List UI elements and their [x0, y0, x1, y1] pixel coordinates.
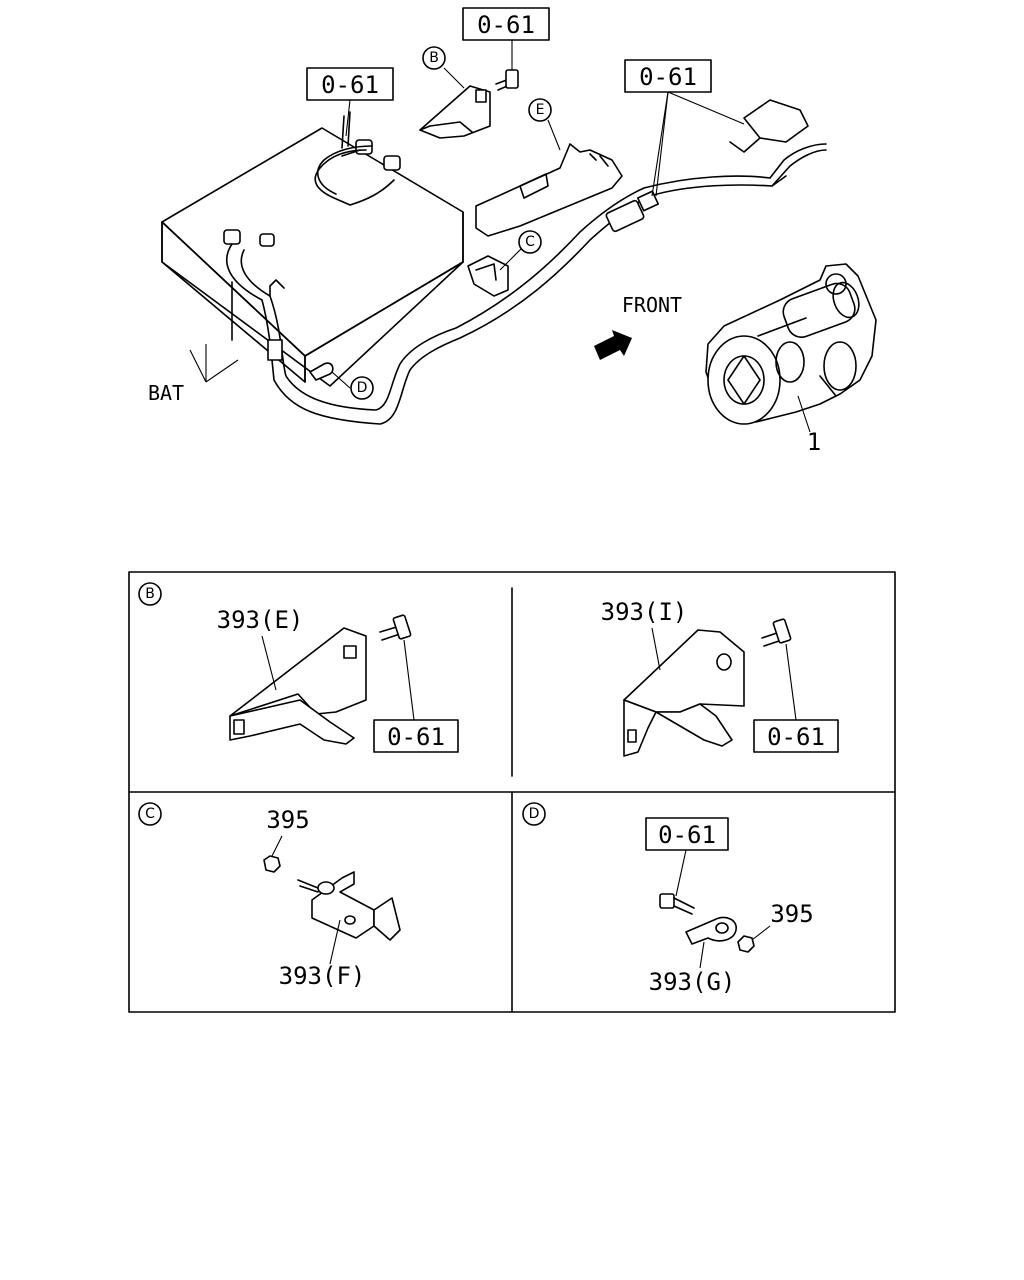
bracket-b-assembly — [419, 69, 519, 139]
starter-part-number: 1 — [807, 428, 821, 456]
bracket-e-plate — [475, 143, 623, 237]
ref-box-panel-b-left — [373, 719, 459, 753]
callout-e-circle — [528, 98, 552, 122]
ref-text-top-center: 0-61 — [477, 11, 535, 39]
ref-text-panel-d: 0-61 — [658, 821, 716, 849]
front-arrow-icon — [594, 330, 632, 360]
bracket-393e — [229, 627, 367, 745]
nut-395-c — [263, 855, 281, 873]
callout-e-text: E — [536, 102, 545, 118]
panel-b-tag-circle — [138, 582, 162, 606]
panel-d-nut-part: 395 — [770, 900, 813, 928]
front-label: FRONT — [622, 293, 682, 317]
callout-b-text: B — [429, 50, 439, 66]
bracket-393f — [311, 871, 401, 941]
ref-text-panel-b-left: 0-61 — [387, 723, 445, 751]
ref-text-top-left: 0-61 — [321, 71, 379, 99]
panel-c-tag-circle — [138, 802, 162, 826]
clip-393g — [685, 916, 737, 945]
nut-395-d — [737, 935, 755, 953]
detail-panels — [128, 571, 896, 1013]
bolt-panel-d — [659, 893, 675, 909]
panel-b-left-part: 393(E) — [217, 606, 304, 634]
callout-b-circle — [422, 46, 446, 70]
ref-box-top-center — [462, 7, 550, 41]
clip-d — [309, 362, 334, 381]
starter-motor — [705, 263, 877, 425]
battery — [161, 127, 464, 387]
ref-text-panel-b-right: 0-61 — [767, 723, 825, 751]
panel-b-right-part: 393(I) — [601, 598, 688, 626]
callout-d-circle — [350, 376, 374, 400]
panel-d-tag-circle — [522, 802, 546, 826]
ref-box-top-right — [624, 59, 712, 93]
callout-c-circle — [518, 230, 542, 254]
panel-c-bracket-part: 393(F) — [279, 962, 366, 990]
bracket-c-clip — [467, 255, 509, 297]
callout-d-text: D — [357, 380, 368, 396]
panel-c-tag: C — [145, 806, 155, 822]
ref-text-top-right: 0-61 — [639, 63, 697, 91]
bat-label: BAT — [148, 381, 184, 405]
panel-b-tag: B — [145, 586, 155, 602]
ref-box-panel-d — [645, 817, 729, 851]
ref-box-panel-b-right — [753, 719, 839, 753]
battery-top-cable — [314, 149, 395, 206]
panel-c-nut-part: 395 — [266, 806, 309, 834]
bracket-393i — [623, 629, 745, 757]
panel-d-clip-part: 393(G) — [649, 968, 736, 996]
callout-c-text: C — [525, 234, 535, 250]
ref-box-top-left — [306, 67, 394, 101]
panel-d-tag: D — [529, 806, 540, 822]
